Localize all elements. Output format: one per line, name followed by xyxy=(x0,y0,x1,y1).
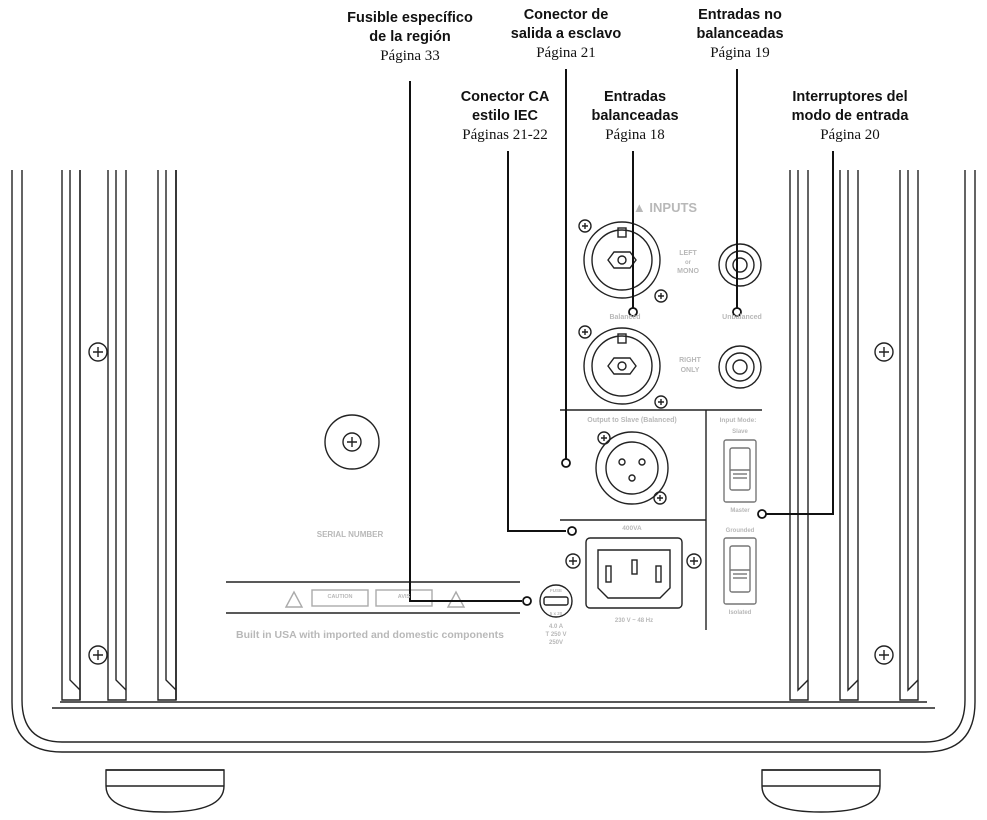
callout-switches: Interruptores del modo de entrada Página… xyxy=(740,88,960,145)
callout-slave: Conector de salida a esclavo Página 21 xyxy=(466,6,666,63)
input-mode-label: Input Mode: xyxy=(720,417,757,424)
chassis-inner-line xyxy=(21,170,966,743)
balanced-input-left xyxy=(578,219,668,303)
leader-endpoints xyxy=(522,307,767,606)
caution-text: CAUTION xyxy=(327,594,352,600)
slave-label: Slave xyxy=(732,429,748,435)
callout-unbalanced-page: Página 19 xyxy=(710,45,770,61)
callout-switches-line2: modo de entrada xyxy=(791,108,909,124)
callout-fuse-page: Página 33 xyxy=(380,48,440,64)
callout-unbalanced-line1: Entradas no xyxy=(698,7,782,23)
fuse-rating-1: 4.0 A xyxy=(549,624,564,630)
callout-unbalanced-line2: balanceadas xyxy=(696,26,784,42)
grounded-label: Grounded xyxy=(726,528,755,534)
left-heatsink xyxy=(61,170,177,701)
balanced-label: Balanced xyxy=(609,314,640,321)
callout-unbalanced: Entradas no balanceadas Página 19 xyxy=(640,6,840,63)
output-slave-label: Output to Slave (Balanced) xyxy=(587,417,676,424)
voltage-label: 400VA xyxy=(622,525,642,532)
fuse-badge-2: 5 x 20 xyxy=(550,611,563,616)
built-in-text: Built in USA with imported and domestic … xyxy=(236,629,504,641)
callout-balanced-page: Página 18 xyxy=(605,127,665,143)
callout-fuse-line2: de la región xyxy=(369,29,451,45)
callout-switches-page: Página 20 xyxy=(820,127,880,143)
callout-balanced-line1: Entradas xyxy=(603,89,667,105)
left-label-3: MONO xyxy=(677,268,699,275)
right-label-2: ONLY xyxy=(681,367,700,374)
right-label-1: RIGHT xyxy=(679,357,702,364)
center-screw xyxy=(324,414,380,470)
right-heatsink xyxy=(789,170,919,701)
master-label: Master xyxy=(730,508,750,514)
unbalanced-label: Unbalanced xyxy=(722,314,762,321)
callout-slave-page: Página 21 xyxy=(536,45,596,61)
warning-icons xyxy=(284,589,466,608)
leader-lines xyxy=(409,69,834,602)
chassis-outline xyxy=(11,170,976,753)
callout-fuse-line1: Fusible específico xyxy=(347,10,473,26)
fuse-rating-2: T 250 V xyxy=(545,632,566,638)
callout-iec-line1: Conector CA xyxy=(460,89,550,105)
callout-balanced-line2: balanceadas xyxy=(591,108,679,124)
left-foot xyxy=(105,769,225,813)
unbalanced-input-right xyxy=(718,345,762,389)
callout-iec-line2: estilo IEC xyxy=(471,108,539,124)
input-mode-switch-grounded-isolated xyxy=(723,537,757,605)
balanced-input-right xyxy=(578,325,668,409)
callout-iec-page: Páginas 21-22 xyxy=(462,127,548,143)
output-slave-connector xyxy=(595,431,669,505)
fuse-holder xyxy=(539,584,573,618)
avis-text: AVIS xyxy=(398,594,411,600)
callout-slave-line2: salida a esclavo xyxy=(510,26,622,42)
unbalanced-input-left xyxy=(718,243,762,287)
callout-switches-line1: Interruptores del xyxy=(792,89,908,105)
serial-label: SERIAL NUMBER xyxy=(317,530,384,539)
callout-iec: Conector CA estilo IEC Páginas 21-22 xyxy=(405,88,605,145)
callout-slave-line1: Conector de xyxy=(523,7,609,23)
heatsink-screws xyxy=(88,342,894,665)
left-label-2: or xyxy=(685,260,692,266)
ac-rating: 230 V ~ 48 Hz xyxy=(615,618,653,624)
fuse-rating-3: 250V xyxy=(549,640,563,646)
left-label-1: LEFT xyxy=(679,250,697,257)
isolated-label: Isolated xyxy=(729,610,752,616)
iec-inlet xyxy=(565,537,702,609)
right-foot xyxy=(761,769,881,813)
callout-balanced: Entradas balanceadas Página 18 xyxy=(550,88,720,145)
callout-fuse: Fusible específico de la región Página 3… xyxy=(300,9,520,66)
fuse-badge-1: FUSE xyxy=(550,588,562,593)
input-mode-switch-slave-master xyxy=(723,439,757,503)
inputs-title: ▲ INPUTS xyxy=(633,200,697,215)
